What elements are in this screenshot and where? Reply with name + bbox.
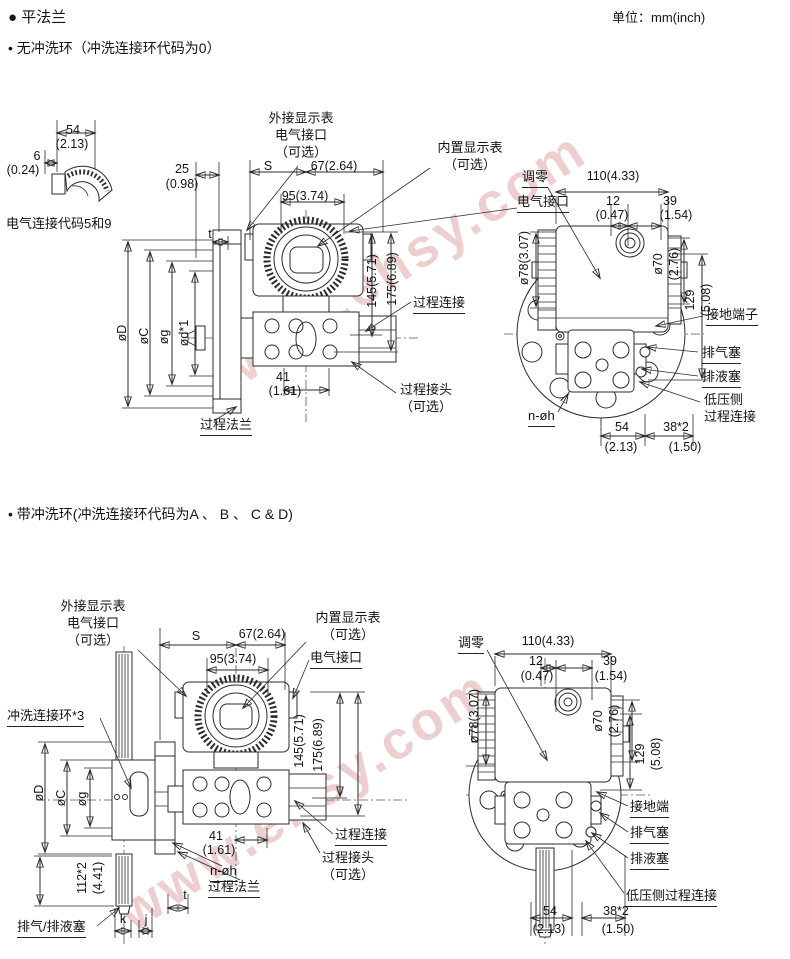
dim-o78-bottom: ø78(3.07) xyxy=(466,688,481,744)
dim-og-top: øg xyxy=(156,329,171,345)
dim-t-bottom: t xyxy=(183,887,187,902)
dim-41in-bottom: (1.61) xyxy=(202,842,236,857)
section-heading-no-flush-ring: • 无冲洗环（冲洗连接环代码为0） xyxy=(8,40,221,56)
dim-6-connector: 6 xyxy=(33,148,41,163)
label-process-adapter-bottom: 过程接头 （可选） xyxy=(321,850,375,882)
dim-38in-top-front: (1.50) xyxy=(668,439,702,454)
dim-41-top: 41 xyxy=(276,369,290,384)
dim-54in-top-front: (2.13) xyxy=(604,439,638,454)
dim-12-bottom: 12 xyxy=(529,653,543,668)
dim-54-connector: 54 xyxy=(66,122,80,137)
dim-39-top: 39 xyxy=(663,193,677,208)
dim-oD-bottom: øD xyxy=(31,784,46,802)
dim-25in: (0.98) xyxy=(165,176,199,191)
label-ground-terminal-top: 接地端子 xyxy=(706,307,759,326)
dim-6in-connector: (0.24) xyxy=(6,162,40,177)
label-lp-process-connection-bottom: 低压侧过程连接 xyxy=(626,888,718,907)
connector-detail-drawing xyxy=(45,120,113,203)
dim-o70-bottom: ø70 (2.76) xyxy=(590,704,621,738)
dim-39in-top: (1.54) xyxy=(659,207,693,222)
dim-25: 25 xyxy=(175,161,189,176)
dim-95-bottom: 95(3.74) xyxy=(209,651,257,666)
dim-39-bottom: 39 xyxy=(603,653,617,668)
dim-129-bottom: 129 (5.08) xyxy=(632,737,663,771)
label-zero-adjust-bottom: 调零 xyxy=(458,635,485,654)
dim-54in-bottom-front: (2.13) xyxy=(532,921,566,936)
label-external-display-port-top: 外接显示表 电气接口 （可选） xyxy=(268,110,334,160)
label-process-flange-top: 过程法兰 xyxy=(200,417,253,436)
dim-67-bottom: 67(2.64) xyxy=(238,626,286,641)
dim-54in-connector: (2.13) xyxy=(55,136,89,151)
label-zero-adjust-top: 调零 xyxy=(522,169,549,188)
dim-t-top: t xyxy=(208,226,212,241)
unit-label: 单位：mm(inch) xyxy=(612,10,706,25)
label-process-adapter-top: 过程接头 （可选） xyxy=(399,382,453,414)
dim-od1-top: ød*1 xyxy=(176,319,191,347)
dim-110-bottom: 110(4.33) xyxy=(521,633,575,648)
bottom-side-view-drawing xyxy=(34,628,410,944)
dim-38-bottom-front: 38*2 xyxy=(603,903,629,918)
dim-54-top-front: 54 xyxy=(615,419,629,434)
label-flushing-ring: 冲洗连接环*3 xyxy=(7,708,85,727)
dim-k-bottom: k xyxy=(119,911,127,926)
dim-12in-bottom: (0.47) xyxy=(520,668,554,683)
dim-oC-bottom: øC xyxy=(53,789,68,807)
dim-38in-bottom-front: (1.50) xyxy=(601,921,635,936)
dim-38-top-front: 38*2 xyxy=(663,419,689,434)
label-vent-plug-top: 排气塞 xyxy=(702,345,742,364)
dim-41in-top: (1.61) xyxy=(268,383,302,398)
dim-110-top: 110(4.33) xyxy=(586,168,640,183)
label-vent-drain-plug-bottom: 排气/排液塞 xyxy=(17,919,86,938)
dim-s-top: S xyxy=(263,158,273,173)
page-title: ● 平法兰 xyxy=(8,9,67,26)
label-electrical-connection-bottom: 电气接口 xyxy=(310,650,363,669)
label-external-display-port-bottom: 外接显示表 电气接口 （可选） xyxy=(60,598,126,648)
dim-175-bottom: 175(6.89) xyxy=(310,718,325,772)
dim-54-bottom-front: 54 xyxy=(543,903,557,918)
label-drain-plug-bottom: 排液塞 xyxy=(630,851,670,870)
dim-112-bottom: 112*2 (4.41) xyxy=(74,861,105,895)
label-elec-connection-codes: 电气连接代码5和9 xyxy=(6,216,112,231)
label-builtin-display-top: 内置显示表 （可选） xyxy=(437,140,503,172)
dim-95-top: 95(3.74) xyxy=(281,188,329,203)
label-drain-plug-top: 排液塞 xyxy=(702,369,742,388)
label-process-flange-bottom: 过程法兰 xyxy=(208,879,261,898)
dim-145-top: 145(5.71) xyxy=(364,254,379,308)
dim-o70-top: ø70 (2.76) xyxy=(650,247,681,281)
dim-j-bottom: j xyxy=(144,912,148,927)
label-process-connection-top: 过程连接 xyxy=(413,295,466,314)
dim-s-bottom: S xyxy=(191,628,201,643)
label-lp-process-connection-top: 低压侧 过程连接 xyxy=(704,392,757,424)
dim-12-top: 12 xyxy=(606,193,620,208)
top-front-view-drawing xyxy=(504,187,708,446)
dim-175-top: 175(6.89) xyxy=(384,252,399,306)
label-vent-plug-bottom: 排气塞 xyxy=(630,825,670,844)
dim-67-top: 67(2.64) xyxy=(310,158,358,173)
bottom-front-view-drawing xyxy=(466,649,652,944)
label-process-connection-bottom: 过程连接 xyxy=(335,827,388,846)
label-builtin-display-bottom: 内置显示表 （可选） xyxy=(315,610,381,642)
label-electrical-connection-top: 电气接口 xyxy=(517,194,570,213)
top-side-view-drawing xyxy=(122,160,518,422)
label-n-holes-top: n-øh xyxy=(528,408,555,427)
dim-o78-top: ø78(3.07) xyxy=(516,230,531,286)
dim-12in-top: (0.47) xyxy=(595,207,629,222)
label-n-holes-bottom: n-øh xyxy=(210,863,237,882)
dim-41-bottom: 41 xyxy=(209,828,223,843)
dim-145-bottom: 145(5.71) xyxy=(291,714,306,768)
dim-39in-bottom: (1.54) xyxy=(594,668,628,683)
label-ground-terminal-bottom: 接地端 xyxy=(630,799,670,818)
dim-og-bottom: øg xyxy=(74,791,89,807)
section-heading-with-flush-ring: • 带冲洗环(冲洗连接环代码为A 、 B 、 C & D) xyxy=(8,506,293,522)
dim-oD-top: øD xyxy=(114,324,129,342)
dim-oC-top: øC xyxy=(136,327,151,345)
